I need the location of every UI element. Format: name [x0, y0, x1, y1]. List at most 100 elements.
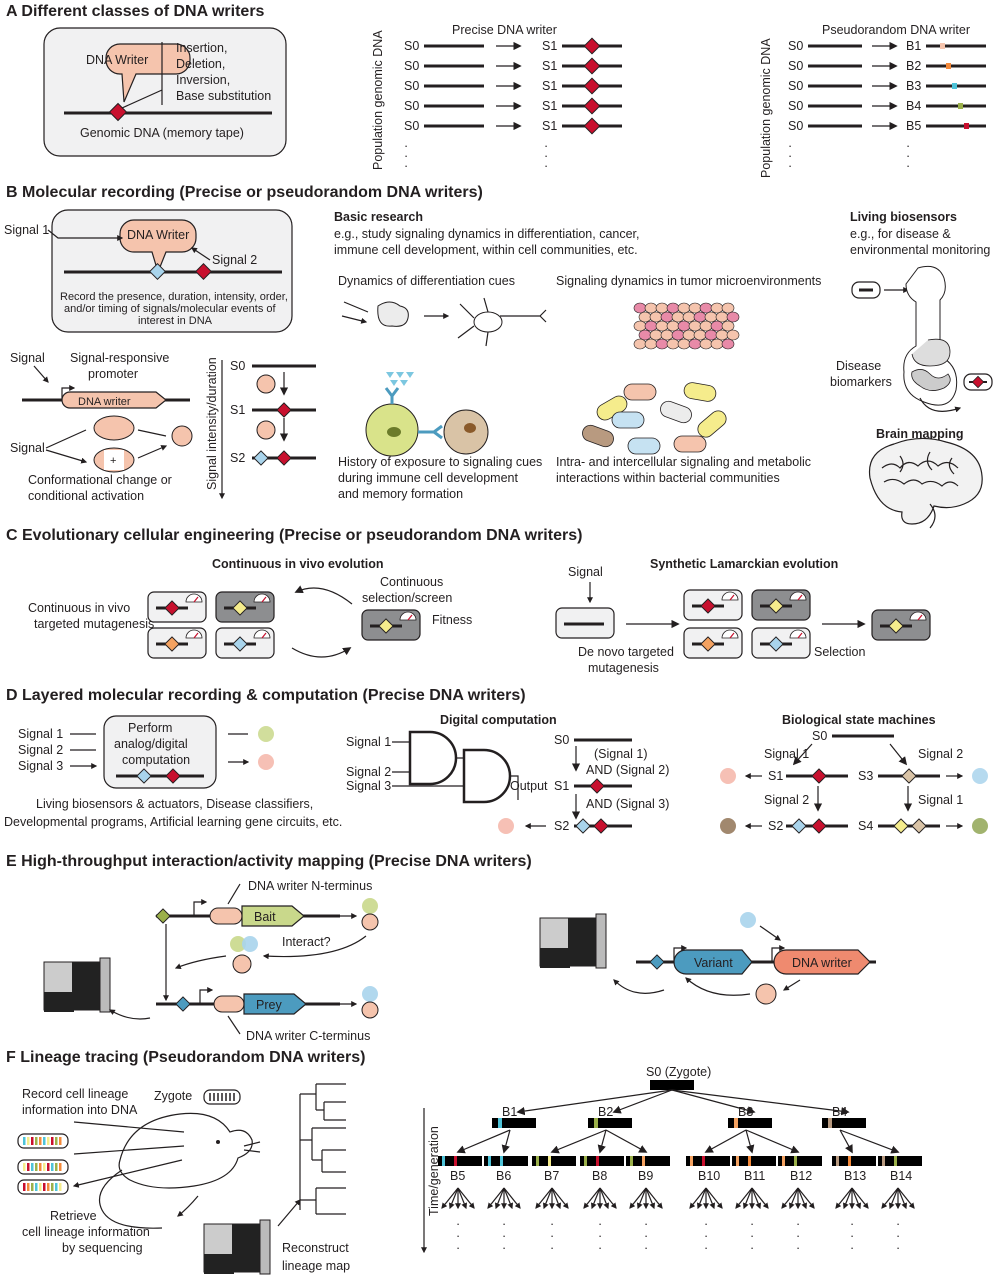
svg-text:·: ·: [750, 1229, 754, 1243]
panel-e: E High-throughput interaction/activity m…: [6, 853, 876, 1043]
tumor-cells-icon: [633, 302, 740, 350]
lineage-map-icon: [299, 1083, 346, 1215]
tumor-cell: [682, 329, 696, 341]
chip-band: [35, 1137, 38, 1145]
diff-cues-label: Dynamics of differentiation cues: [338, 274, 515, 288]
red-marker-icon: [583, 77, 601, 95]
fitness-gauge-icon: [399, 611, 417, 621]
basic-research-sub-1: e.g., study signaling dynamics in differ…: [334, 227, 640, 241]
svg-text:·: ·: [796, 1229, 800, 1243]
gen2-barcode: [626, 1156, 670, 1166]
gen1-barcode: [588, 1118, 632, 1128]
record-lineage-2: information into DNA: [22, 1103, 138, 1117]
gen2-label: B10: [698, 1169, 720, 1183]
tumor-cell: [660, 311, 674, 323]
svg-text:·: ·: [404, 149, 408, 163]
promoter-label-2: promoter: [88, 367, 138, 381]
svg-text:·: ·: [404, 159, 408, 173]
immune-text-1: History of exposure to signaling cues: [338, 455, 542, 469]
tumor-cell: [704, 311, 718, 323]
tumor-cell: [638, 311, 652, 323]
gen2-barcode: [778, 1156, 822, 1166]
mouse-icon: [98, 1112, 261, 1229]
red-marker-icon: [583, 37, 601, 55]
svg-text:·: ·: [502, 1229, 506, 1243]
sequencer-icon-2: [539, 913, 607, 969]
gen2-label: B13: [844, 1169, 866, 1183]
dc-signal3: Signal 3: [346, 779, 391, 793]
tumor-cell: [710, 320, 724, 332]
memory-tape-label: Genomic DNA (memory tape): [80, 126, 244, 140]
zygote-label: Zygote: [154, 1089, 192, 1103]
apps-1: Living biosensors & actuators, Disease c…: [36, 797, 313, 811]
descendant-arrow: [629, 1187, 647, 1209]
row-s1-label: S1: [542, 99, 557, 113]
chip-band: [23, 1163, 26, 1171]
gen2-mark: [782, 1156, 785, 1166]
gen2-mark: [848, 1156, 851, 1166]
tumor-cell: [688, 338, 702, 350]
svg-text:·: ·: [644, 1241, 648, 1255]
lamarck-cell-1: [683, 589, 743, 621]
panel-b: B Molecular recording (Precise or pseudo…: [4, 184, 993, 529]
fitness-gauge-icon: [721, 591, 739, 601]
svg-text:·: ·: [550, 1229, 554, 1243]
svg-text:·: ·: [502, 1241, 506, 1255]
gen2-mark: [748, 1156, 751, 1166]
chip-band: [47, 1137, 50, 1145]
gen2-barcode: [580, 1156, 624, 1166]
d-signal3: Signal 3: [18, 759, 63, 773]
sequencer-icon-3: [203, 1219, 271, 1275]
tumor-cell: [715, 311, 729, 323]
tumor-cell: [655, 338, 669, 350]
variant-gene: [673, 949, 753, 975]
descendant-arrow: [797, 1187, 808, 1210]
reconstruct-2: lineage map: [282, 1259, 350, 1273]
dna-writer-gene-label: DNA writer: [78, 396, 131, 408]
prey-label: Prey: [256, 998, 282, 1012]
b-s0: S0: [230, 359, 245, 373]
tumor-cell: [710, 338, 724, 350]
lamarck-cell-4: [751, 627, 811, 659]
svg-text:·: ·: [704, 1229, 708, 1243]
gen2-mark: [794, 1156, 797, 1166]
root-label: S0 (Zygote): [646, 1065, 711, 1079]
panel-b-title: B Molecular recording (Precise or pseudo…: [6, 184, 483, 201]
row-s0-label: S0: [404, 99, 419, 113]
svg-text:·: ·: [456, 1241, 460, 1255]
svg-text:·: ·: [644, 1217, 648, 1231]
gen1-barcode: [728, 1118, 772, 1128]
panel-d-title: D Layered molecular recording & computat…: [6, 687, 526, 704]
barcode-mark: [964, 123, 969, 129]
gen1-label: B2: [598, 1105, 613, 1119]
tumor-cell: [688, 320, 702, 332]
gauge-needle: [261, 596, 267, 603]
writer-class-box: [43, 27, 287, 157]
barcode-label: B2: [906, 59, 921, 73]
edit-insertion: Insertion,: [176, 41, 227, 55]
evolving-cells: [147, 589, 931, 659]
chip-band: [59, 1183, 62, 1191]
dc-signal1: Signal 1: [346, 735, 391, 749]
tumor-cell: [677, 302, 691, 314]
svg-text:·: ·: [456, 1229, 460, 1243]
fitness-gauge-icon: [185, 629, 203, 639]
descendant-arrow: [503, 1187, 514, 1210]
svg-text:·: ·: [896, 1229, 900, 1243]
lineage-chip: [17, 1179, 69, 1195]
reconstruct-1: Reconstruct: [282, 1241, 349, 1255]
panel-a-title: A Different classes of DNA writers: [6, 3, 265, 20]
svg-text:·: ·: [502, 1217, 506, 1231]
lamarck-signal: Signal: [568, 565, 603, 579]
biosensors-sub-1: e.g., for disease &: [850, 227, 951, 241]
lamarck-start-cell: [555, 607, 615, 639]
svg-text:·: ·: [796, 1217, 800, 1231]
tumor-cell: [655, 320, 669, 332]
descendant-arrow: [897, 1187, 908, 1210]
gauge-needle: [729, 632, 735, 639]
tumor-cell: [666, 338, 680, 350]
promoter-label-1: Signal-responsive: [70, 351, 169, 365]
svg-text:·: ·: [704, 1241, 708, 1255]
